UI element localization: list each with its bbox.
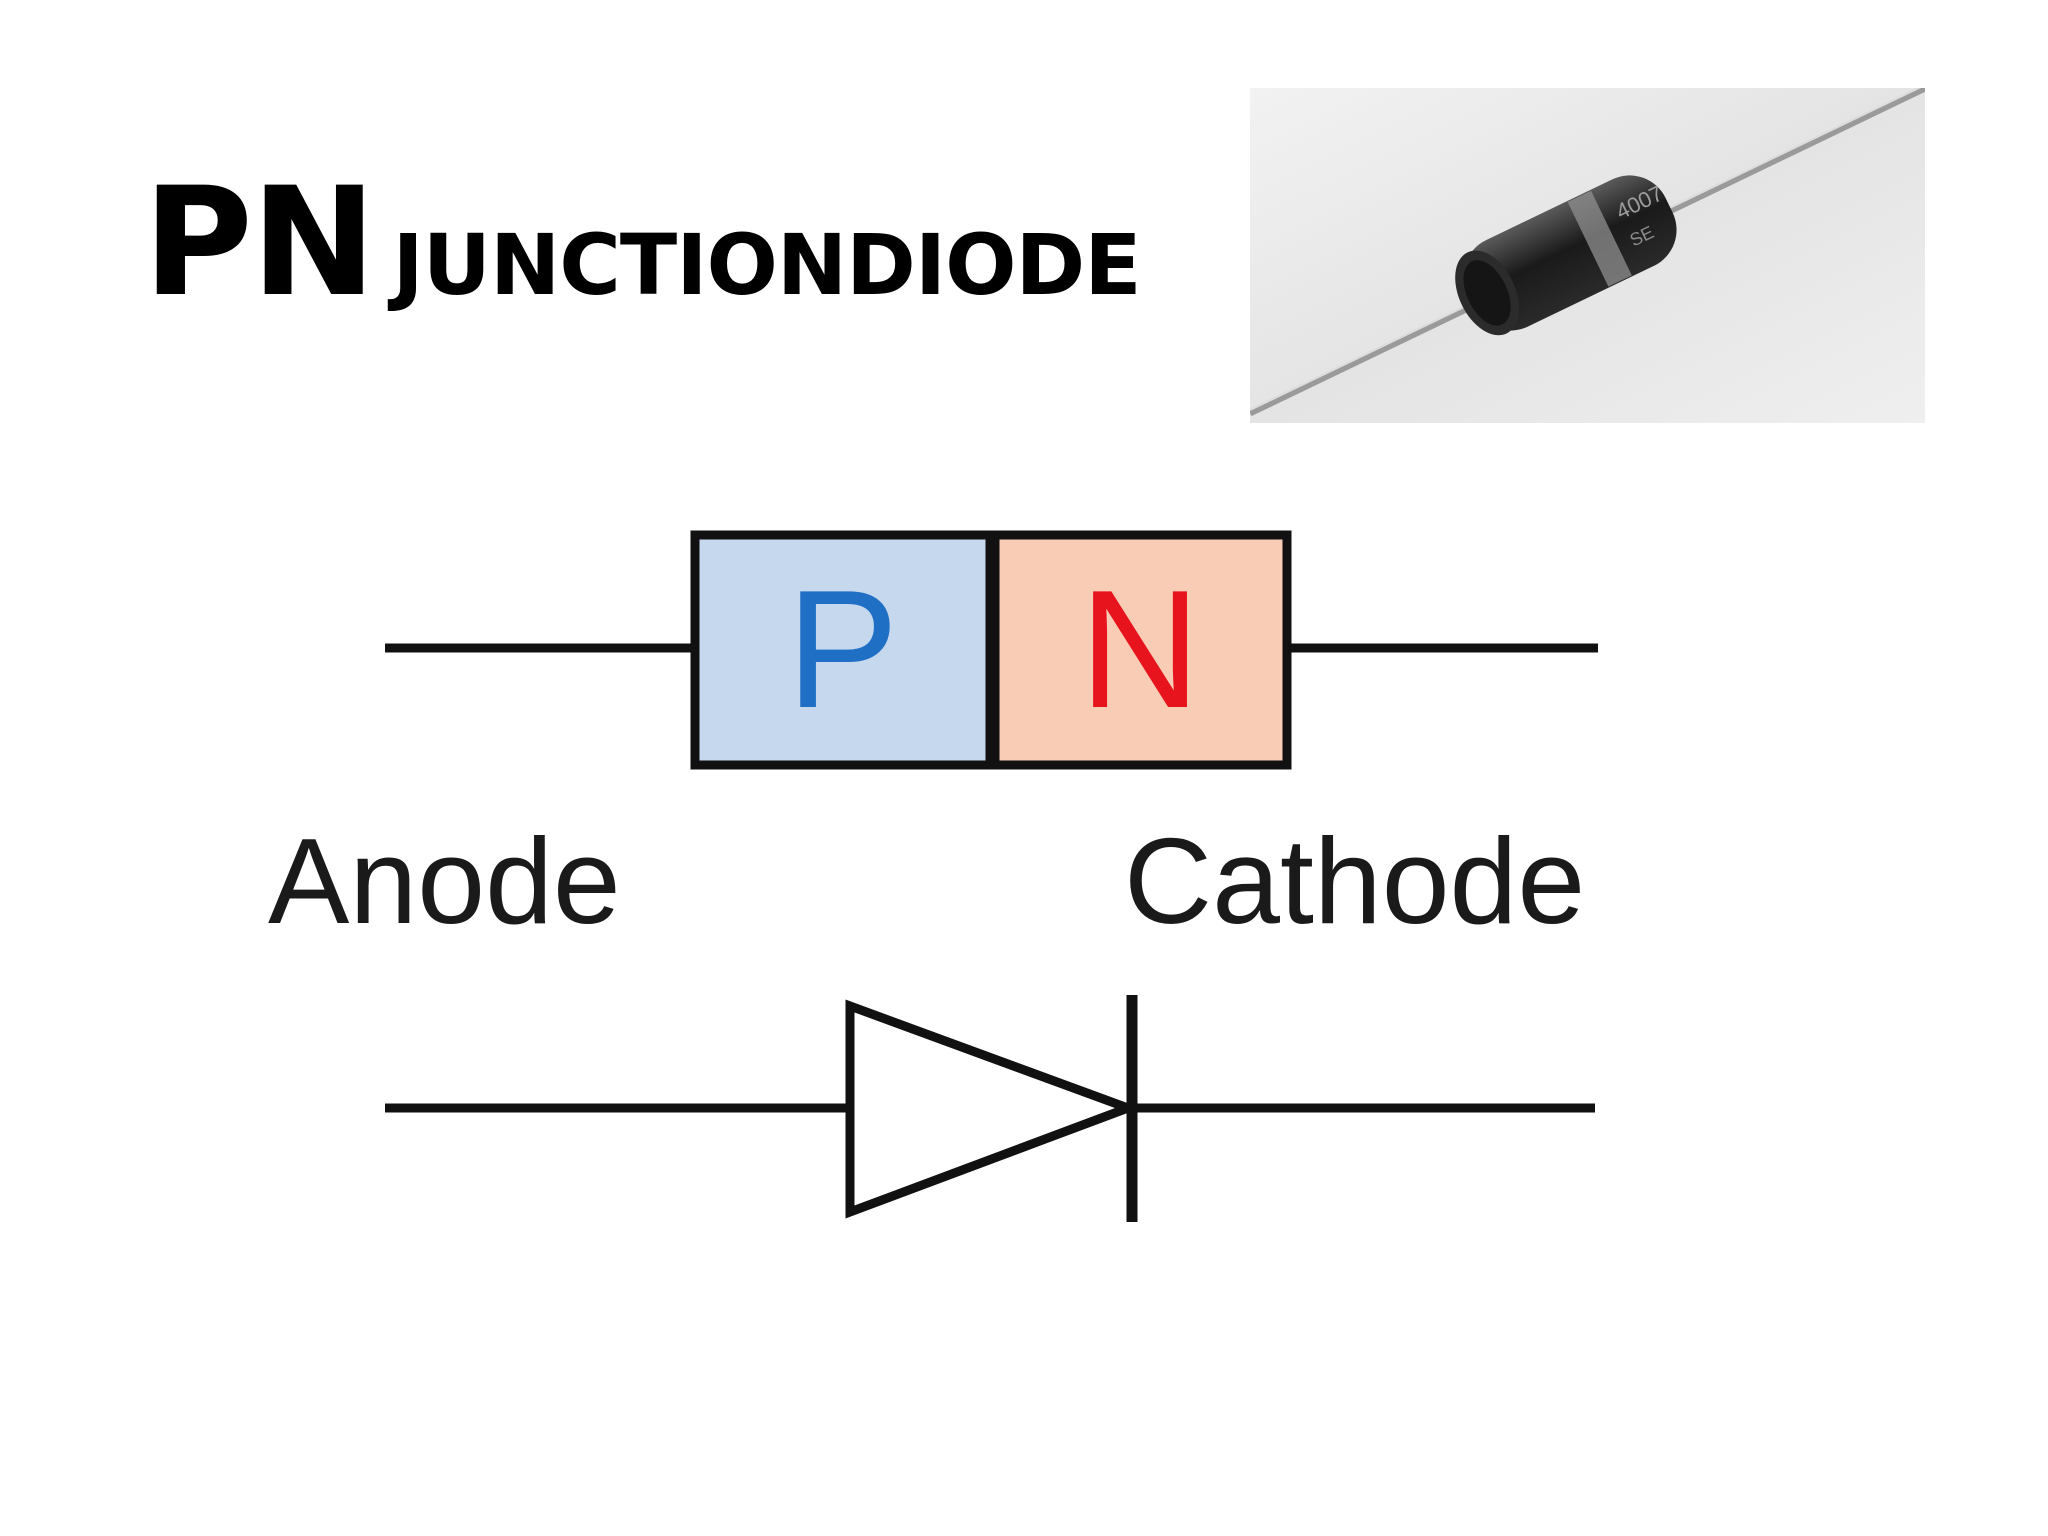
n-region-label: N [995, 565, 1285, 733]
diode-symbol-icon [385, 995, 1595, 1222]
p-region-label: P [700, 565, 985, 733]
anode-label: Anode [268, 820, 621, 942]
cathode-label: Cathode [1124, 820, 1585, 942]
